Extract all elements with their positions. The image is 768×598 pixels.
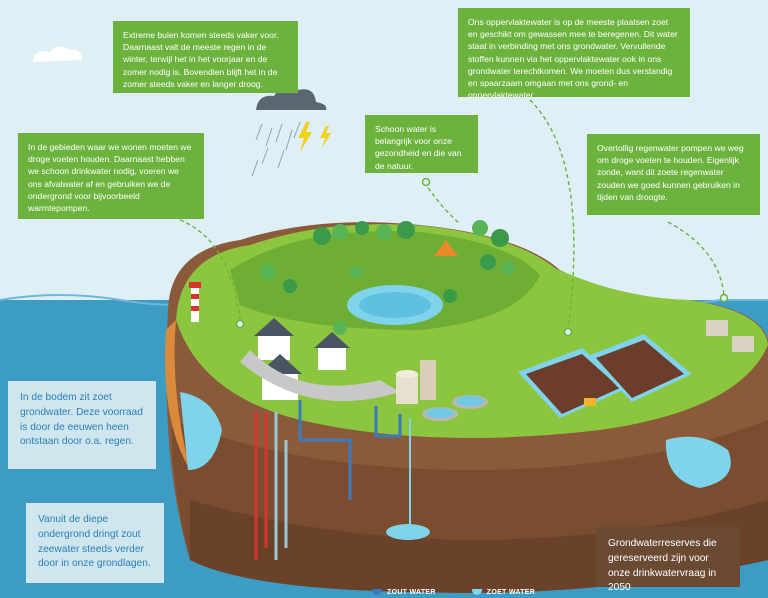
pond-deep xyxy=(359,292,431,318)
lighthouse-icon xyxy=(189,282,201,322)
lightning-icon xyxy=(298,122,312,152)
callout-rainwater: Overtollig regenwater pompen we weg om d… xyxy=(587,134,760,215)
callout-weather: Extreme buien komen steeds vaker voor. D… xyxy=(113,21,298,93)
connector-lines xyxy=(179,99,725,331)
legend-item-salt: ZOUT WATER xyxy=(372,589,436,596)
tent-icon xyxy=(434,240,458,256)
agricultural-fields xyxy=(518,334,692,418)
lightning-icon xyxy=(320,126,331,148)
callout-saltwater: Vanuit de diepe ondergrond dringt zout z… xyxy=(26,503,164,583)
callout-reserves: Grondwaterreserves die gereserveerd zijn… xyxy=(596,527,740,593)
tractor-icon xyxy=(584,398,596,406)
callout-surface-water: Ons oppervlaktewater is op de meeste pla… xyxy=(458,8,690,100)
side-pond xyxy=(180,392,222,470)
salt-water-icon xyxy=(372,589,382,595)
legend: ZOUT WATER ZOET WATER xyxy=(372,586,535,598)
legend-item-fresh: ZOET WATER xyxy=(471,588,536,596)
groundwater-reserve xyxy=(386,524,430,540)
pump-station xyxy=(706,320,754,352)
connector-dots xyxy=(235,177,729,337)
side-pond xyxy=(665,436,731,488)
legend-label-salt: ZOUT WATER xyxy=(387,588,436,596)
callout-clean-water: Schoon water is belangrijk voor onze gez… xyxy=(365,115,478,173)
cloud-icon xyxy=(32,46,82,62)
callout-groundwater: In de bodem zit zoet grondwater. Deze vo… xyxy=(8,381,156,469)
heat-pump-pipes xyxy=(254,400,402,560)
cliff-edge xyxy=(165,320,190,470)
trees xyxy=(260,220,515,335)
water-treatment-plant xyxy=(396,360,488,421)
island-grass-light xyxy=(230,231,540,330)
rain-cloud-icon xyxy=(256,87,327,110)
road xyxy=(240,350,400,402)
fresh-water-icon xyxy=(471,589,482,595)
rain-icon xyxy=(251,121,301,177)
legend-label-fresh: ZOET WATER xyxy=(486,588,536,596)
callout-living-areas: In de gebieden waar we wonen moeten we d… xyxy=(18,133,204,219)
